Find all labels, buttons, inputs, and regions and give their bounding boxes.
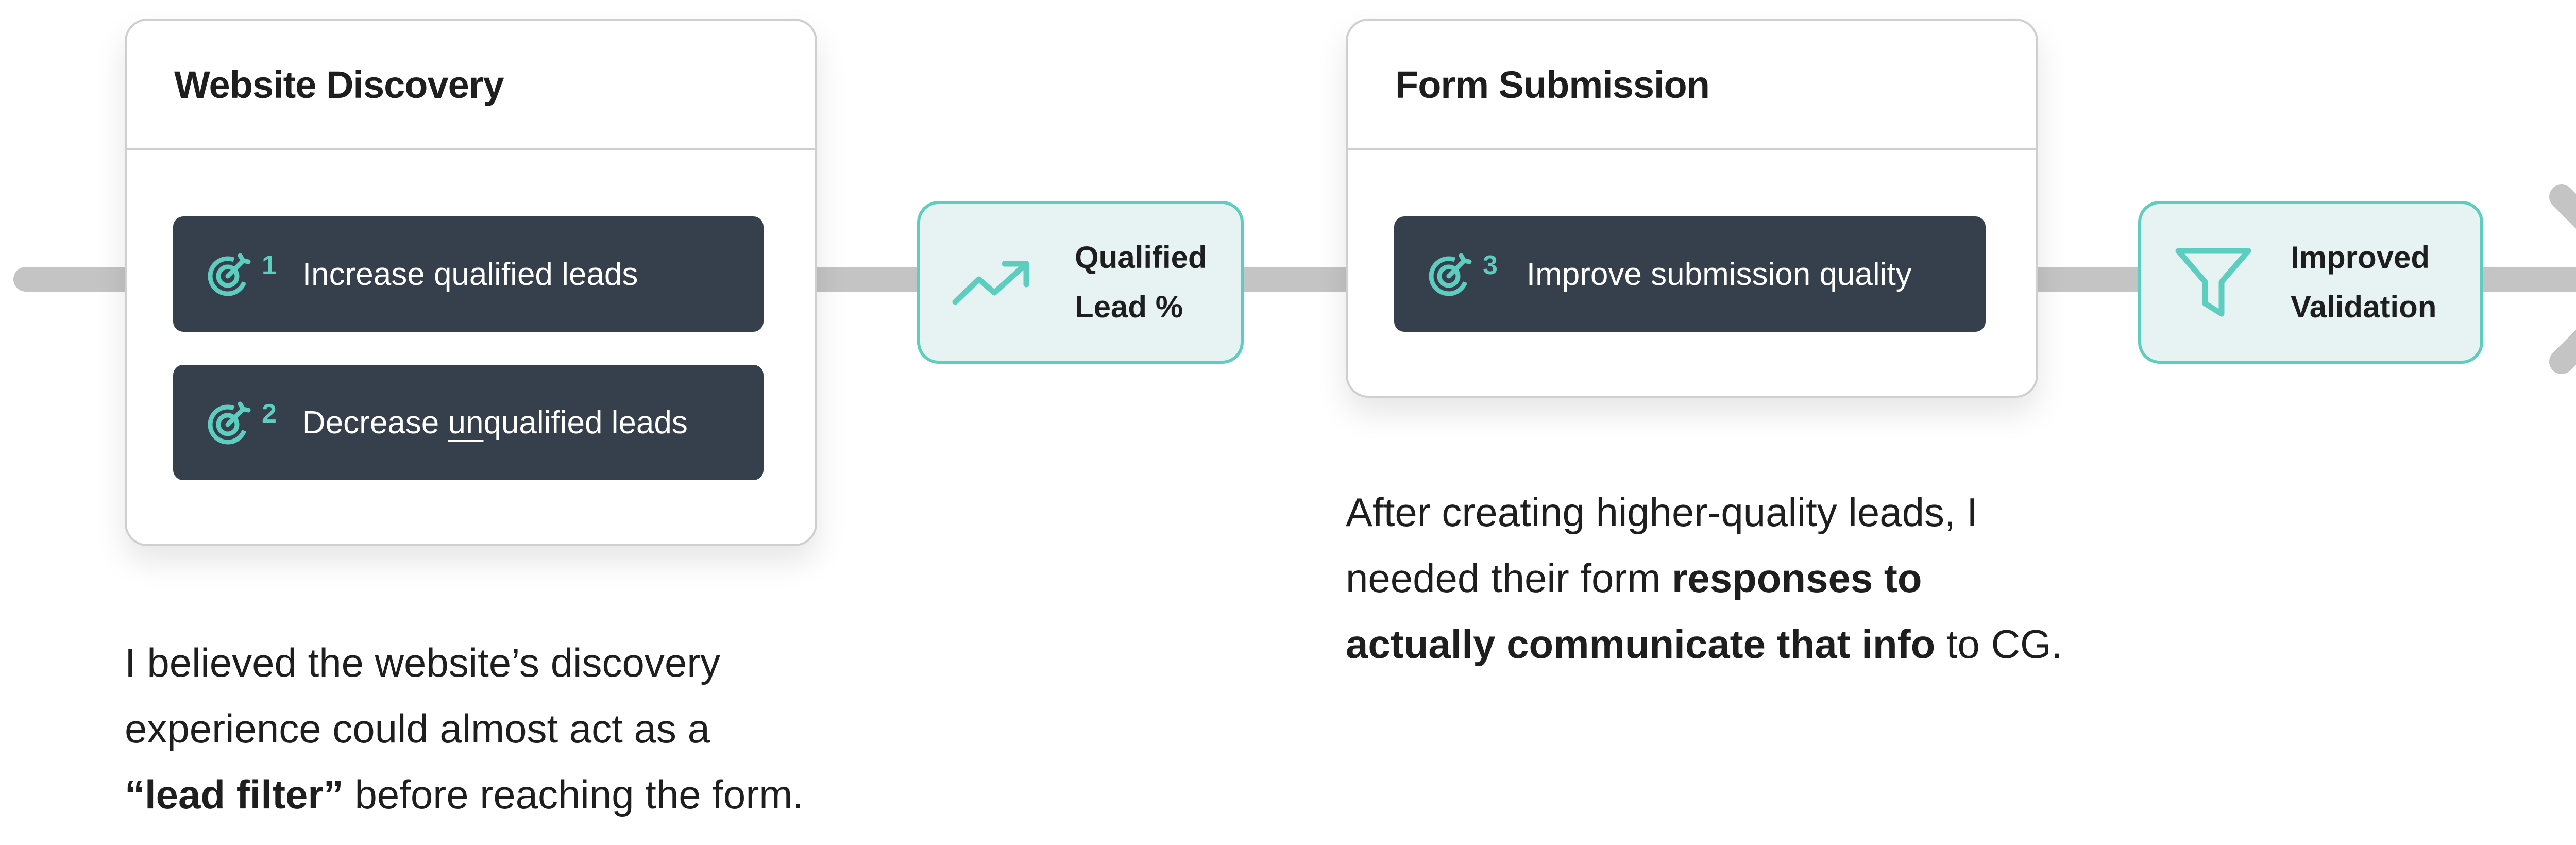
- metric-label: Improved Validation: [2291, 233, 2436, 332]
- arrow-right-icon: [2549, 184, 2576, 374]
- target-arrow-icon: [1429, 253, 1472, 296]
- note-line: actually communicate that info to CG.: [1346, 611, 2062, 677]
- funnel-filter-icon: [2175, 248, 2251, 317]
- goal-label: Increase qualified leads: [302, 256, 638, 292]
- goal-decrease-unqualified-leads: 2 Decrease unqualified leads: [173, 365, 764, 480]
- submission-note: After creating higher-quality leads, I n…: [1346, 479, 2062, 677]
- goal-number: 3: [1483, 250, 1498, 280]
- metric-label-line1: Qualified: [1075, 240, 1207, 275]
- trending-up-icon: [952, 261, 1029, 305]
- qualified-lead-metric: Qualified Lead %: [917, 201, 1244, 364]
- goal-number: 1: [262, 250, 277, 280]
- form-submission-card: Form Submission: [1346, 19, 2038, 398]
- metric-label-line1: Improved: [2291, 240, 2430, 275]
- goal-label: Improve submission quality: [1526, 256, 1912, 292]
- note-line: I believed the website’s discovery: [125, 640, 721, 685]
- goal-label: Decrease unqualified leads: [302, 404, 688, 441]
- card-title: Website Discovery: [174, 63, 504, 106]
- note-line: After creating higher-quality leads, I: [1346, 489, 1978, 535]
- improved-validation-metric: Improved Validation: [2138, 201, 2483, 364]
- note-line: experience could almost act as a: [125, 706, 710, 751]
- note-emphasis: “lead filter”: [125, 772, 344, 817]
- note-emphasis: actually communicate that info: [1346, 621, 1936, 667]
- card-title: Form Submission: [1395, 63, 1710, 106]
- card-header: Form Submission: [1348, 21, 2036, 150]
- discovery-note: I believed the website’s discovery exper…: [125, 630, 804, 827]
- metric-label-line2: Lead %: [1075, 290, 1183, 324]
- goal-number: 2: [262, 399, 277, 429]
- target-arrow-icon: [208, 253, 251, 296]
- goal-label-start: Decrease: [302, 404, 448, 441]
- note-text: before reaching the form.: [343, 772, 804, 817]
- note-emphasis: responses to: [1672, 555, 1922, 601]
- note-text: needed their form: [1346, 555, 1672, 601]
- metric-label-line2: Validation: [2291, 290, 2437, 324]
- goal-label-underlined: un: [448, 404, 484, 441]
- goal-label-end: qualified leads: [483, 404, 688, 441]
- note-line: needed their form responses to: [1346, 545, 2062, 611]
- note-text: to CG.: [1935, 621, 2063, 667]
- target-arrow-icon: [208, 401, 251, 445]
- note-line: “lead filter” before reaching the form.: [125, 762, 804, 827]
- goal-improve-submission-quality: 3 Improve submission quality: [1394, 216, 1986, 332]
- card-header: Website Discovery: [127, 21, 815, 150]
- goal-increase-qualified-leads: 1 Increase qualified leads: [173, 216, 764, 332]
- metric-label: Qualified Lead %: [1075, 233, 1207, 332]
